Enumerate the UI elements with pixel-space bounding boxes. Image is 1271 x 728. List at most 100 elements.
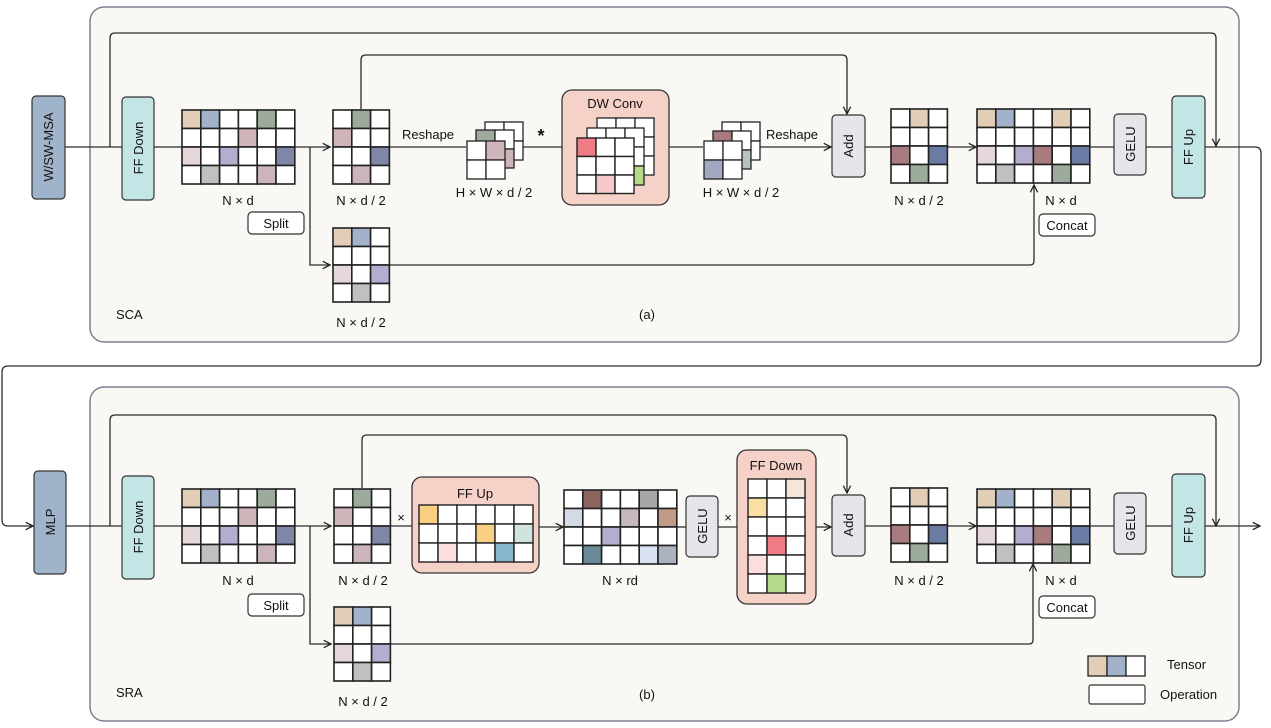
tensor-cell [275,506,296,527]
tensor-cell [890,108,911,129]
tensor-cell [370,606,392,627]
tensor-cell [513,523,534,544]
tensor-cell [369,264,391,285]
tensor-cell [890,542,911,563]
w-sw-msa-block[interactable] [31,95,66,200]
tensor-half-upper-b [333,488,392,564]
concat-label-b: Concat [1046,600,1088,615]
tensor-cell [890,163,911,184]
tensor-cell [332,109,353,130]
gelu-inner-block[interactable] [685,495,719,558]
tensor-hw-in-a [466,121,524,180]
tensor-cell [614,174,635,195]
tensor-cell [908,524,930,545]
tensor-cell [333,643,354,664]
tensor-cell [1051,488,1072,509]
tensor-cell [747,497,768,518]
tensor-cell [890,145,911,166]
tensor-cell [1013,163,1035,184]
tensor-cell [475,542,496,563]
tensor-cell [437,523,458,544]
tensor-cell [370,488,392,509]
tensor-cell [369,245,391,266]
add-block-a[interactable] [831,114,866,178]
ff-up-weights [418,504,534,563]
tensor-cell [927,163,949,184]
tensor-cell [563,507,584,528]
tensor-cell [657,507,678,528]
tensor-cell [766,497,787,518]
tensor-cell [275,164,296,185]
tensor-cell [456,542,477,563]
ff-down-inner-title: FF Down [750,458,803,473]
tensor-cell [581,489,603,510]
ff-up-label-b: FF Up [1181,507,1196,543]
tensor-cell [927,487,949,508]
tensor-cell [994,126,1016,147]
tensor-cell [333,661,354,682]
ff-up-block-a[interactable] [1171,95,1206,199]
tensor-cell [1032,108,1054,129]
ff-down-label-a: FF Down [131,122,146,175]
tensor-cell [703,140,724,161]
ff-down-block-a[interactable] [121,96,155,201]
tensor-cell [369,127,391,148]
tensor-cell [456,523,477,544]
concat-label-a: Concat [1046,218,1088,233]
gelu-block-a[interactable] [1113,113,1147,176]
tensor-cell [927,524,949,545]
tensor-cell [908,108,930,129]
ff-up-block-b[interactable] [1171,473,1206,578]
tensor-cell [1070,126,1091,147]
tensor-hw-out-a [703,121,761,180]
tensor-cell [351,488,373,509]
split-button-a[interactable] [247,211,305,235]
tensor-cell [890,487,911,508]
tensor-cell [1032,126,1054,147]
add-block-b[interactable] [831,494,866,557]
mlp-block[interactable] [33,470,67,575]
tensor-cell [1032,145,1054,166]
tensor-concat-label-b: N × d [1045,573,1076,588]
legend-tensor-label: Tensor [1167,657,1207,672]
tensor-cell [351,525,373,546]
tensor-cell [1032,506,1054,527]
tensor-cell [1051,163,1072,184]
tensor-cell [1070,506,1091,527]
tensor-cell [475,504,496,525]
tensor-cell [927,126,949,147]
tensor-cell [766,535,787,556]
tensor-cell [890,524,911,545]
tensor-cell [200,146,221,167]
concat-button-b[interactable] [1038,595,1096,619]
dw-conv-kernels [576,117,655,195]
tensor-cell [332,127,353,148]
gelu-block-b[interactable] [1113,492,1147,555]
tensor-cell [1051,108,1072,129]
tensor-cell [638,489,659,510]
concat-button-a[interactable] [1038,213,1096,237]
tensor-cell [333,624,354,645]
add-label-b: Add [841,513,856,536]
ff-down-block-b[interactable] [121,475,155,580]
tensor-nrd-label: N × rd [602,573,638,588]
tensor-cell [785,497,806,518]
tensor-cell [332,146,353,167]
gelu-inner-label: GELU [695,508,710,543]
split-button-b[interactable] [247,593,305,617]
tensor-cell [275,146,296,167]
tensor-cell [1013,488,1035,509]
ff-down-weights [747,478,806,594]
tensor-cell [350,127,372,148]
tensor-cell [466,140,487,161]
legend-tensor-swatch [1087,655,1146,677]
w-sw-msa-label: W/SW-MSA [41,112,56,181]
tensor-cell [200,488,221,509]
tensor-cell [332,282,353,303]
tensor-cell [418,542,439,563]
tensor-cell [747,554,768,575]
tensor-cell [256,146,277,167]
tensor-cell [595,155,616,176]
tensor-cell [370,525,392,546]
